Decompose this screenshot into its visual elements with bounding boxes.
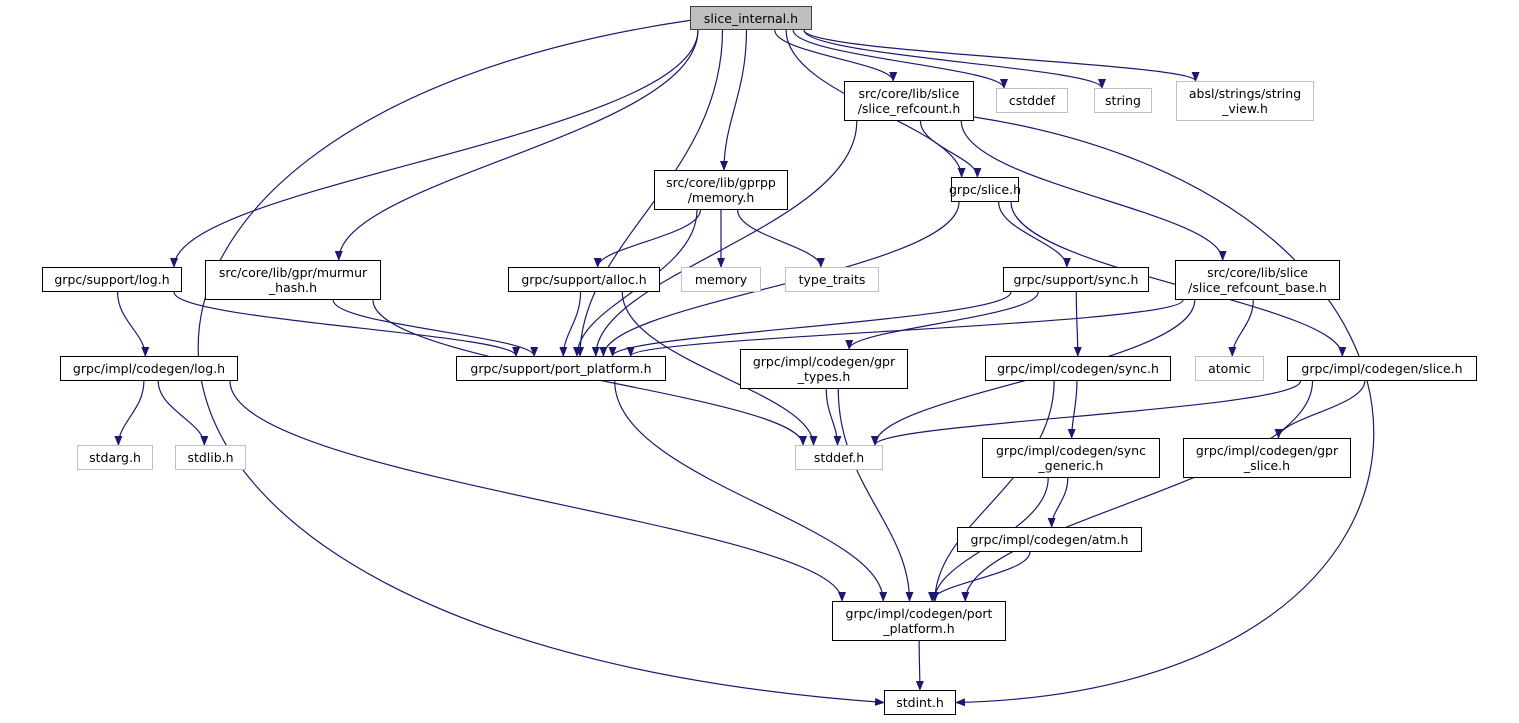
edge-impl-port-to-stdint	[915, 640, 924, 691]
node-port-platform[interactable]: grpc/support/port_platform.h	[456, 356, 666, 381]
edge-root-to-cstddef	[792, 29, 1008, 89]
node-impl-sync[interactable]: grpc/impl/codegen/sync.h	[985, 356, 1171, 381]
node-refcount[interactable]: src/core/lib/slice /slice_refcount.h	[844, 81, 974, 121]
edge-root-to-port-platform	[576, 29, 724, 357]
node-impl-port[interactable]: grpc/impl/codegen/port _platform.h	[832, 601, 1006, 641]
edge-refcount-to-refcount-base	[960, 120, 1227, 261]
node-stdarg: stdarg.h	[77, 445, 153, 470]
node-refcount-base[interactable]: src/core/lib/slice /slice_refcount_base.…	[1175, 260, 1340, 300]
edge-refcount-base-to-port-platform	[626, 299, 1184, 357]
node-alloc[interactable]: grpc/support/alloc.h	[508, 267, 660, 292]
node-string: string	[1094, 88, 1152, 113]
node-memory: memory	[681, 267, 761, 292]
edge-impl-slice-to-stddef	[871, 380, 1302, 446]
edge-root-to-refcount	[774, 29, 898, 82]
edge-refcount-to-port-platform	[591, 120, 858, 357]
node-gpr-types[interactable]: grpc/impl/codegen/gpr _types.h	[740, 349, 908, 389]
edge-memory-h-to-type-traits	[737, 209, 825, 268]
edge-memory-h-to-alloc	[593, 209, 702, 268]
node-stdint[interactable]: stdint.h	[884, 690, 956, 715]
node-log-h[interactable]: grpc/support/log.h	[42, 267, 182, 292]
node-atomic: atomic	[1195, 356, 1264, 381]
edge-gpr-types-to-impl-port	[837, 388, 914, 602]
edge-log-h-to-port-platform	[173, 291, 520, 357]
edge-impl-slice-to-impl-port	[961, 380, 1314, 602]
edge-root-to-memory-h	[720, 29, 748, 171]
edge-impl-log-to-stdarg	[114, 380, 145, 446]
node-stdlib: stdlib.h	[175, 445, 246, 470]
edge-impl-sync-to-sync-generic	[1067, 380, 1078, 439]
edge-sync-h-to-gpr-types	[845, 291, 1039, 350]
node-murmur[interactable]: src/core/lib/gpr/murmur _hash.h	[205, 260, 381, 300]
edge-root-to-string	[803, 29, 1106, 89]
edge-impl-log-to-stdlib	[157, 380, 209, 446]
node-atm[interactable]: grpc/impl/codegen/atm.h	[957, 527, 1142, 552]
edge-alloc-to-port-platform	[559, 291, 582, 357]
edge-root-to-string-view	[803, 29, 1200, 82]
node-type-traits: type_traits	[785, 267, 879, 292]
edge-root-to-log-h	[170, 29, 699, 268]
edge-sync-generic-to-atm	[1047, 477, 1069, 528]
edge-impl-sync-to-impl-port	[930, 380, 1055, 602]
edge-slice-h-to-port-platform	[599, 201, 960, 357]
edge-atm-to-impl-port	[928, 551, 1031, 602]
node-cstddef: cstddef	[996, 88, 1068, 113]
edge-sync-h-to-impl-sync	[1073, 291, 1082, 357]
node-gpr-slice[interactable]: grpc/impl/codegen/gpr _slice.h	[1183, 438, 1351, 478]
edge-slice-h-to-sync-h	[998, 201, 1071, 268]
edge-refcount-base-to-atomic	[1228, 299, 1254, 357]
node-sync-h[interactable]: grpc/support/sync.h	[1003, 267, 1149, 292]
node-root[interactable]: slice_internal.h	[690, 6, 812, 30]
node-impl-log[interactable]: grpc/impl/codegen/log.h	[60, 356, 238, 381]
node-impl-slice[interactable]: grpc/impl/codegen/slice.h	[1287, 356, 1477, 381]
edge-port-platform-to-impl-port	[614, 380, 888, 602]
edge-log-h-to-impl-log	[116, 291, 150, 357]
node-stddef: stddef.h	[795, 445, 883, 470]
node-slice-h[interactable]: grpc/slice.h	[949, 177, 1021, 202]
edge-refcount-to-slice-h	[919, 120, 982, 178]
edge-alloc-to-stddef	[621, 291, 818, 446]
node-string-view: absl/strings/string _view.h	[1176, 81, 1314, 121]
edge-murmur-to-port-platform	[332, 299, 539, 357]
node-sync-generic[interactable]: grpc/impl/codegen/sync _generic.h	[982, 438, 1160, 478]
node-memory-h[interactable]: src/core/lib/gprpp /memory.h	[654, 170, 788, 210]
edge-impl-slice-to-gpr-slice	[1274, 380, 1366, 439]
edge-root-to-murmur	[334, 29, 699, 261]
edge-refcount-to-stdint	[955, 116, 1375, 707]
edge-impl-log-to-impl-port	[229, 380, 846, 602]
edge-gpr-types-to-stddef	[825, 388, 842, 446]
